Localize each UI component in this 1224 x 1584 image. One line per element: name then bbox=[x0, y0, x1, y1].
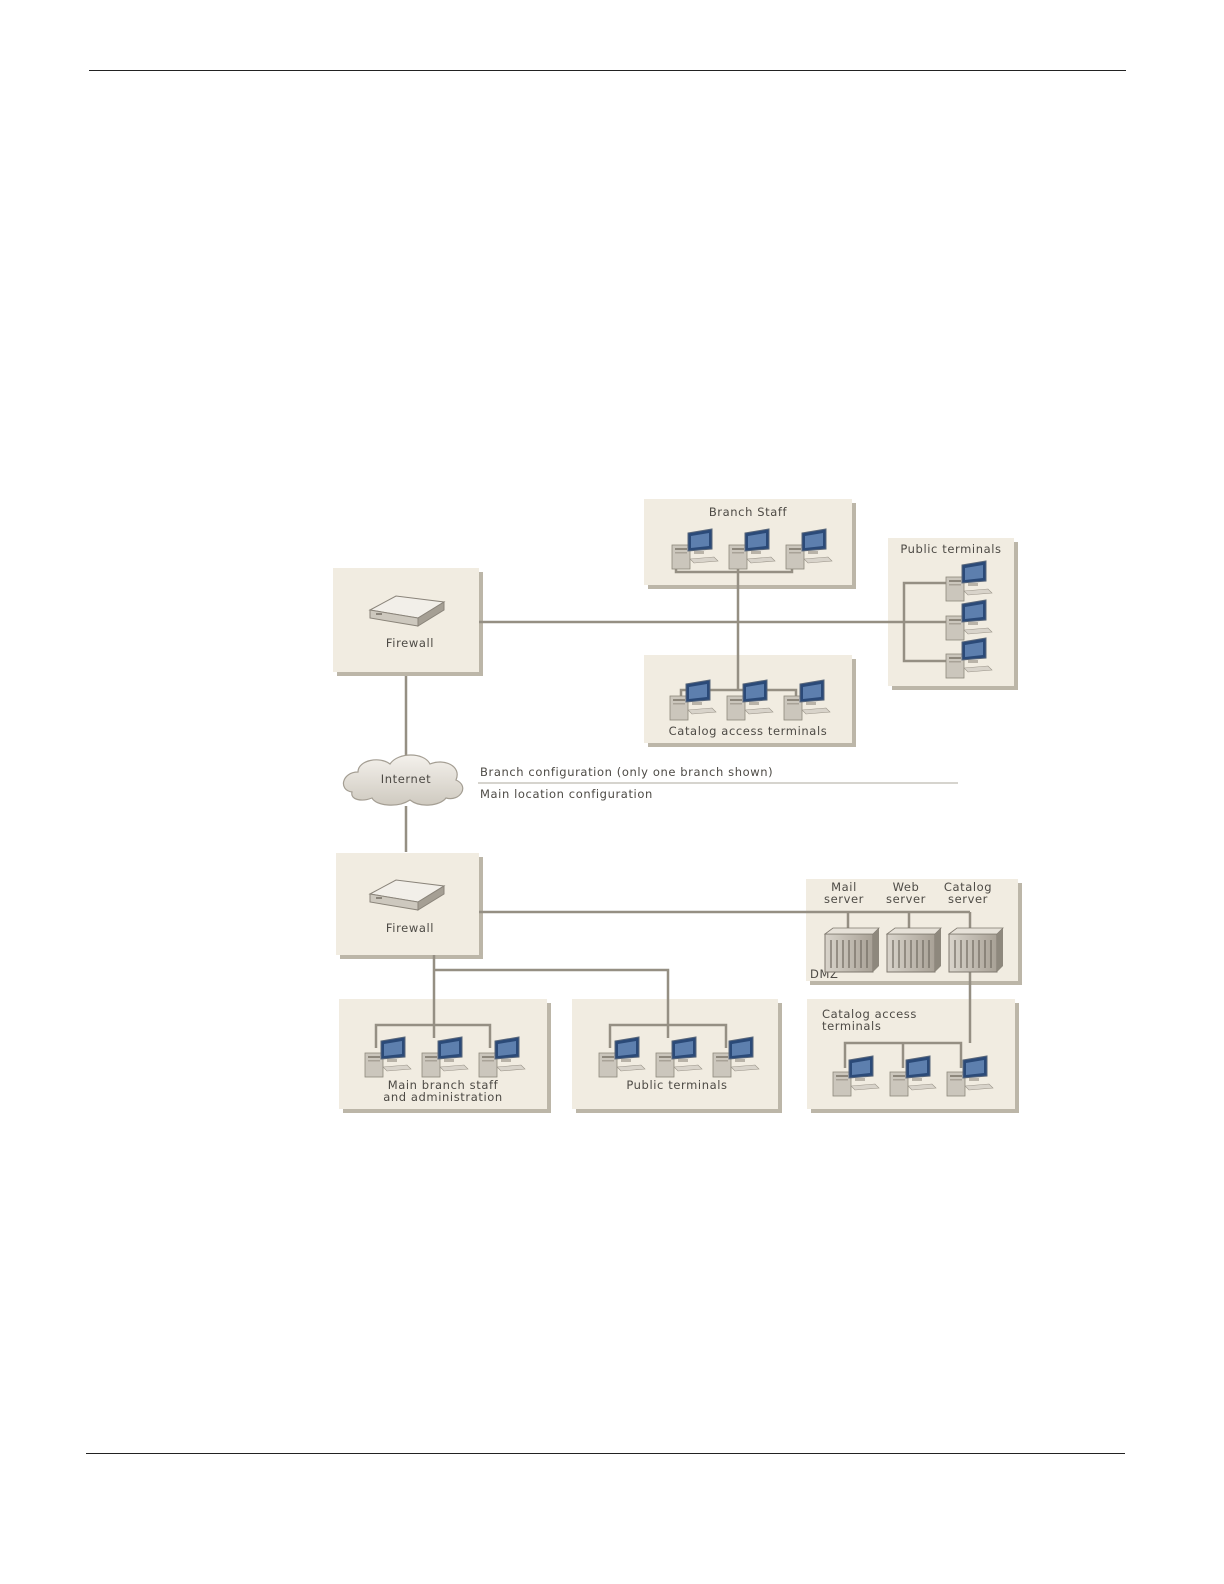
mail-server-icon bbox=[825, 928, 879, 972]
branch-configuration-caption: Branch configuration (only one branch sh… bbox=[480, 765, 773, 779]
web-server-label: server bbox=[886, 892, 926, 906]
main-firewall-label: Firewall bbox=[386, 921, 434, 935]
main-staff-label: and administration bbox=[383, 1090, 503, 1104]
catalog-server-icon bbox=[949, 928, 1003, 972]
catalog-server-label: server bbox=[948, 892, 988, 906]
branch-firewall-node: Firewall bbox=[333, 568, 483, 676]
internet-cloud: Internet bbox=[343, 755, 462, 805]
web-server-icon bbox=[887, 928, 941, 972]
main-public-terminals-label: Public terminals bbox=[626, 1078, 727, 1092]
branch-catalog-terminals-label: Catalog access terminals bbox=[669, 724, 828, 738]
main-firewall-node: Firewall bbox=[336, 853, 483, 959]
branch-staff-label: Branch Staff bbox=[709, 505, 788, 519]
main-location-caption: Main location configuration bbox=[480, 787, 653, 801]
internet-label: Internet bbox=[381, 772, 431, 786]
branch-public-terminals-label: Public terminals bbox=[900, 542, 1001, 556]
mail-server-label: server bbox=[824, 892, 864, 906]
main-catalog-terminals-label: terminals bbox=[822, 1019, 881, 1033]
branch-firewall-label: Firewall bbox=[386, 636, 434, 650]
